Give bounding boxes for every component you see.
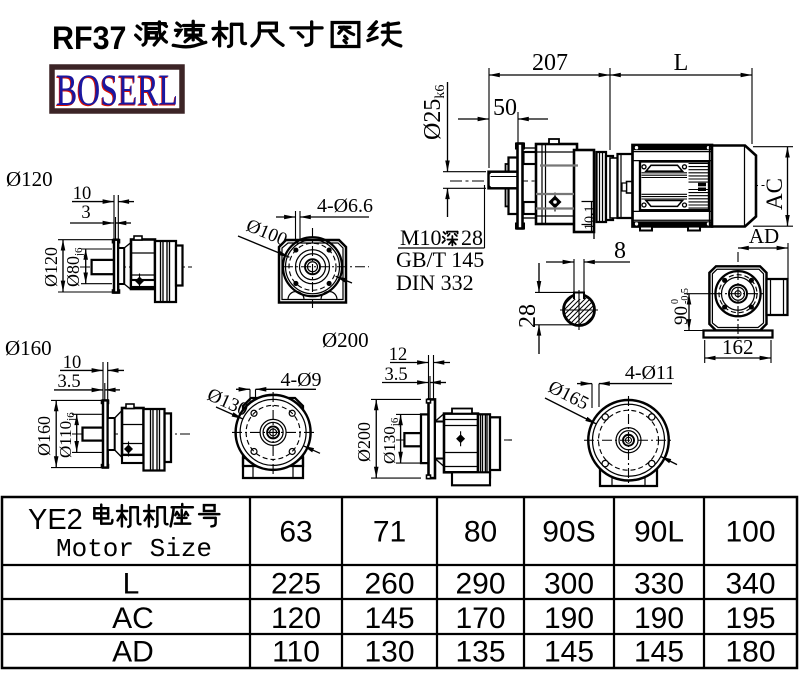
svg-text:GB/T 145: GB/T 145 <box>396 247 484 272</box>
svg-text:10: 10 <box>73 184 92 204</box>
svg-text:10.1: 10.1 <box>583 206 598 231</box>
svg-text:L: L <box>123 568 140 601</box>
svg-text:90S: 90S <box>542 516 595 549</box>
svg-text:AD: AD <box>749 224 779 248</box>
svg-text:Ø160: Ø160 <box>5 336 52 360</box>
svg-text:DIN 332: DIN 332 <box>396 270 474 295</box>
svg-text:Ø200: Ø200 <box>354 422 374 462</box>
svg-text:50: 50 <box>493 95 517 121</box>
svg-text:207: 207 <box>532 50 568 76</box>
svg-text:YE2: YE2 <box>28 504 83 536</box>
svg-text:BOSERL: BOSERL <box>55 66 177 115</box>
svg-text:290: 290 <box>455 568 505 601</box>
svg-text:80: 80 <box>464 516 497 549</box>
svg-text:Ø120: Ø120 <box>41 247 61 287</box>
svg-text:3: 3 <box>81 203 90 223</box>
svg-text:145: 145 <box>634 636 684 669</box>
svg-text:0: 0 <box>670 299 681 304</box>
svg-text:28: 28 <box>515 304 541 328</box>
svg-text:Ø80j6: Ø80j6 <box>63 247 85 287</box>
svg-text:300: 300 <box>544 568 594 601</box>
svg-text:8: 8 <box>614 238 626 264</box>
svg-text:340: 340 <box>725 568 775 601</box>
svg-text:170: 170 <box>455 602 505 635</box>
svg-text:130: 130 <box>364 636 414 669</box>
svg-text:162: 162 <box>722 335 754 359</box>
svg-text:Motor Size: Motor Size <box>56 534 212 564</box>
svg-text:Ø200: Ø200 <box>322 328 369 352</box>
svg-text:4-Ø11: 4-Ø11 <box>625 362 675 384</box>
svg-text:135: 135 <box>455 636 505 669</box>
svg-text:AC: AC <box>112 602 154 635</box>
svg-text:260: 260 <box>364 568 414 601</box>
svg-text:145: 145 <box>364 602 414 635</box>
svg-text:L: L <box>674 50 689 76</box>
svg-text:330: 330 <box>634 568 684 601</box>
svg-text:10: 10 <box>63 353 82 373</box>
svg-text:Ø130j6: Ø130j6 <box>380 417 401 464</box>
svg-text:3.5: 3.5 <box>57 372 80 392</box>
svg-text:BOSERL: BOSERL <box>56 65 178 114</box>
svg-text:63: 63 <box>279 516 312 549</box>
svg-text:AC: AC <box>762 178 787 210</box>
svg-text:225: 225 <box>271 568 321 601</box>
svg-text:190: 190 <box>634 602 684 635</box>
svg-text:28: 28 <box>461 225 483 250</box>
svg-text:Ø160: Ø160 <box>34 416 54 456</box>
svg-text:90L: 90L <box>634 516 684 549</box>
svg-text:195: 195 <box>725 602 775 635</box>
svg-text:120: 120 <box>271 602 321 635</box>
svg-text:110: 110 <box>272 636 320 669</box>
svg-text:AD: AD <box>112 636 154 669</box>
svg-text:145: 145 <box>544 636 594 669</box>
svg-text:190: 190 <box>544 602 594 635</box>
svg-text:-0.5: -0.5 <box>680 288 691 304</box>
svg-text:Ø110j6: Ø110j6 <box>56 412 77 458</box>
svg-text:180: 180 <box>725 636 775 669</box>
svg-text:4-Ø9: 4-Ø9 <box>280 369 321 391</box>
svg-text:71: 71 <box>373 516 406 549</box>
svg-text:RF37: RF37 <box>52 20 127 56</box>
svg-text:Ø120: Ø120 <box>6 167 53 191</box>
svg-text:90: 90 <box>671 306 692 325</box>
svg-text:100: 100 <box>725 516 775 549</box>
svg-text:M10: M10 <box>400 225 442 250</box>
svg-text:3.5: 3.5 <box>384 365 407 385</box>
svg-text:4-Ø6.6: 4-Ø6.6 <box>317 195 373 217</box>
svg-text:12: 12 <box>389 345 408 365</box>
